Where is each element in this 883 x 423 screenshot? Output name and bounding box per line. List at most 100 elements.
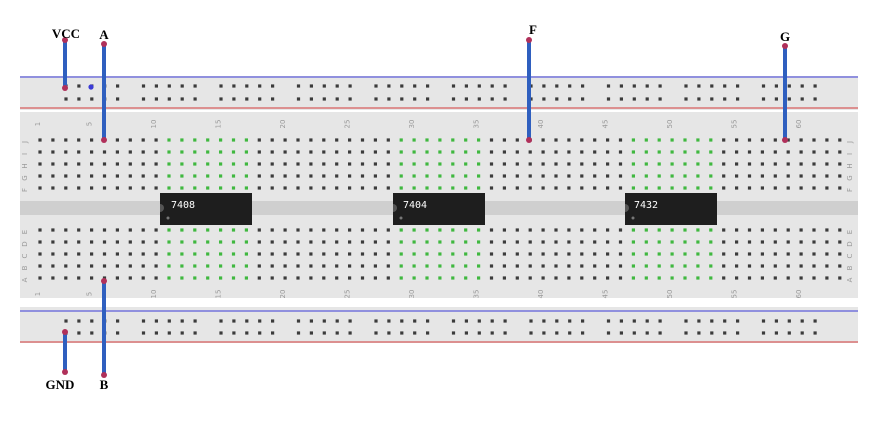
terminal-hole[interactable] xyxy=(77,264,81,268)
terminal-hole[interactable] xyxy=(51,162,55,166)
rail-hole[interactable] xyxy=(400,331,404,335)
terminal-hole[interactable] xyxy=(335,138,339,142)
rail-hole[interactable] xyxy=(413,97,417,101)
terminal-hole[interactable] xyxy=(154,240,158,244)
rail-hole[interactable] xyxy=(219,331,223,335)
terminal-hole[interactable] xyxy=(657,264,661,268)
terminal-hole[interactable] xyxy=(670,150,674,154)
terminal-hole[interactable] xyxy=(38,186,42,190)
terminal-hole[interactable] xyxy=(38,240,42,244)
terminal-hole[interactable] xyxy=(760,252,764,256)
terminal-hole[interactable] xyxy=(244,276,248,280)
terminal-hole[interactable] xyxy=(528,264,532,268)
terminal-hole[interactable] xyxy=(399,150,403,154)
terminal-hole[interactable] xyxy=(180,162,184,166)
terminal-hole[interactable] xyxy=(567,252,571,256)
terminal-hole[interactable] xyxy=(502,150,506,154)
terminal-hole[interactable] xyxy=(102,162,107,166)
terminal-hole[interactable] xyxy=(77,228,81,232)
terminal-hole[interactable] xyxy=(322,276,326,280)
terminal-hole[interactable] xyxy=(425,252,429,256)
terminal-hole[interactable] xyxy=(554,228,558,232)
rail-hole[interactable] xyxy=(464,331,468,335)
chip-7408[interactable]: 7408 xyxy=(160,193,252,225)
terminal-hole[interactable] xyxy=(489,174,494,178)
terminal-hole[interactable] xyxy=(722,138,726,142)
rail-hole[interactable] xyxy=(490,319,494,323)
terminal-hole[interactable] xyxy=(257,138,261,142)
terminal-hole[interactable] xyxy=(180,252,184,256)
terminal-hole[interactable] xyxy=(348,276,352,280)
terminal-hole[interactable] xyxy=(786,174,790,178)
terminal-hole[interactable] xyxy=(154,186,158,190)
terminal-hole[interactable] xyxy=(270,162,274,166)
terminal-hole[interactable] xyxy=(102,264,107,268)
terminal-hole[interactable] xyxy=(180,150,184,154)
rail-hole[interactable] xyxy=(787,319,791,323)
rail-hole[interactable] xyxy=(684,97,688,101)
terminal-hole[interactable] xyxy=(180,186,184,190)
terminal-hole[interactable] xyxy=(399,162,403,166)
terminal-hole[interactable] xyxy=(580,228,584,232)
terminal-hole[interactable] xyxy=(812,276,816,280)
rail-hole[interactable] xyxy=(245,97,249,101)
terminal-hole[interactable] xyxy=(825,252,829,256)
rail-hole[interactable] xyxy=(167,84,171,88)
rail-hole[interactable] xyxy=(774,331,778,335)
terminal-hole[interactable] xyxy=(386,264,390,268)
rail-hole[interactable] xyxy=(477,319,481,323)
rail-hole[interactable] xyxy=(413,84,417,88)
wire-b[interactable] xyxy=(101,278,107,378)
terminal-hole[interactable] xyxy=(180,138,184,142)
terminal-hole[interactable] xyxy=(51,264,55,268)
terminal-hole[interactable] xyxy=(309,162,313,166)
terminal-hole[interactable] xyxy=(812,162,816,166)
rail-hole[interactable] xyxy=(413,319,417,323)
terminal-hole[interactable] xyxy=(580,174,584,178)
terminal-hole[interactable] xyxy=(425,162,429,166)
terminal-hole[interactable] xyxy=(683,276,687,280)
terminal-hole[interactable] xyxy=(618,252,623,256)
terminal-hole[interactable] xyxy=(709,174,713,178)
terminal-hole[interactable] xyxy=(528,276,532,280)
rail-hole[interactable] xyxy=(64,319,68,323)
rail-hole[interactable] xyxy=(387,331,391,335)
terminal-hole[interactable] xyxy=(683,138,687,142)
terminal-hole[interactable] xyxy=(593,138,597,142)
terminal-hole[interactable] xyxy=(128,186,132,190)
terminal-hole[interactable] xyxy=(425,186,429,190)
terminal-hole[interactable] xyxy=(206,174,210,178)
terminal-hole[interactable] xyxy=(464,264,468,268)
rail-hole[interactable] xyxy=(451,319,456,323)
terminal-hole[interactable] xyxy=(373,276,377,280)
terminal-hole[interactable] xyxy=(219,228,223,232)
terminal-hole[interactable] xyxy=(77,162,81,166)
terminal-hole[interactable] xyxy=(773,264,777,268)
rail-hole[interactable] xyxy=(503,84,507,88)
terminal-hole[interactable] xyxy=(618,228,623,232)
terminal-hole[interactable] xyxy=(360,240,365,244)
terminal-hole[interactable] xyxy=(670,138,674,142)
terminal-hole[interactable] xyxy=(477,264,481,268)
terminal-hole[interactable] xyxy=(528,228,532,232)
rail-hole[interactable] xyxy=(219,84,223,88)
terminal-hole[interactable] xyxy=(760,174,764,178)
terminal-hole[interactable] xyxy=(270,138,274,142)
rail-hole[interactable] xyxy=(154,84,158,88)
terminal-hole[interactable] xyxy=(812,264,816,268)
rail-hole[interactable] xyxy=(658,331,662,335)
terminal-hole[interactable] xyxy=(154,264,158,268)
terminal-hole[interactable] xyxy=(489,138,494,142)
terminal-hole[interactable] xyxy=(219,276,223,280)
terminal-hole[interactable] xyxy=(154,138,158,142)
rail-hole[interactable] xyxy=(374,319,378,323)
terminal-hole[interactable] xyxy=(244,138,248,142)
terminal-hole[interactable] xyxy=(193,252,197,256)
terminal-hole[interactable] xyxy=(606,252,610,256)
terminal-hole[interactable] xyxy=(360,174,365,178)
terminal-hole[interactable] xyxy=(464,138,468,142)
terminal-hole[interactable] xyxy=(696,162,700,166)
rail-hole[interactable] xyxy=(761,331,766,335)
terminal-hole[interactable] xyxy=(464,252,468,256)
terminal-hole[interactable] xyxy=(580,162,584,166)
